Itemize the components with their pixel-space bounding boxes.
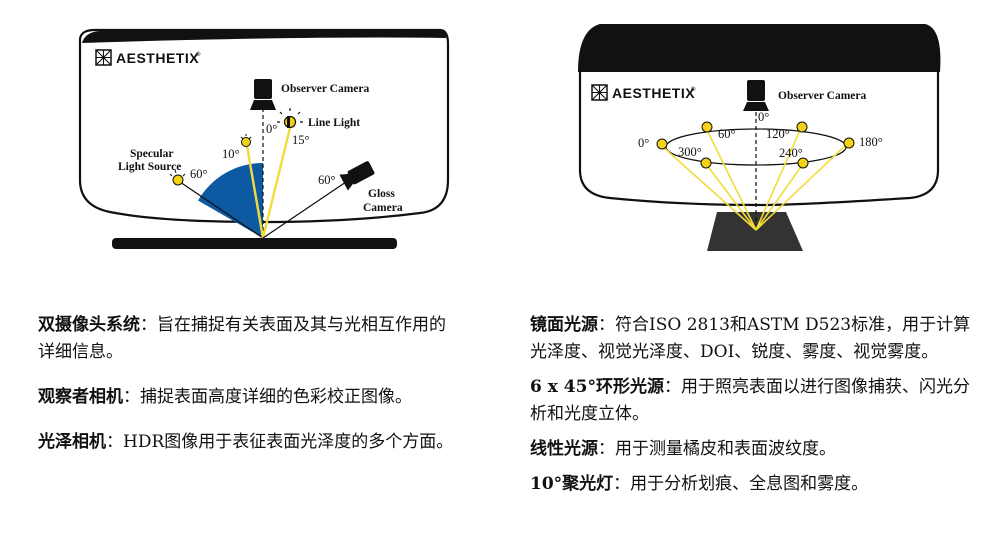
desc-term: 观察者相机 — [38, 387, 123, 407]
ring-bulb-60 — [701, 121, 713, 133]
ring-angle-60: 60° — [718, 127, 736, 141]
right-brand-logo: AESTHETIX ® — [591, 84, 696, 101]
left-observer-camera-label: Observer Camera — [281, 83, 369, 95]
ring-bulb-120 — [796, 121, 808, 133]
desc-line-light: 线性光源：用于测量橘皮和表面波纹度。 — [530, 436, 980, 463]
specular-angle-wedge — [198, 162, 263, 238]
sample-surface — [707, 212, 803, 251]
right-observer-camera-label: Observer Camera — [778, 90, 866, 102]
observer-angle-label: 0° — [266, 122, 277, 136]
ring-angle-120: 120° — [766, 127, 790, 141]
desc-gloss-camera: 光泽相机：HDR图像用于表征表面光泽度的多个方面。 — [38, 429, 458, 456]
desc-term: 镜面光源 — [530, 315, 598, 335]
left-brand-name: AESTHETIX — [116, 50, 199, 66]
desc-text: HDR图像用于表征表面光泽度的多个方面。 — [123, 432, 454, 452]
ring-angle-240: 240° — [779, 146, 803, 160]
desc-sep: ： — [613, 474, 631, 494]
ring-light-rays — [661, 127, 849, 231]
right-brand-trademark: ® — [691, 86, 696, 93]
desc-term: 6 x 45°环形光源 — [530, 377, 664, 397]
desc-term: 10°聚光灯 — [530, 474, 614, 494]
specular-light-ray — [179, 181, 264, 239]
ring-angle-180: 180° — [859, 135, 883, 149]
ring-bulb-180 — [843, 137, 855, 149]
gloss-angle-label: 60° — [318, 173, 336, 187]
desc-sep: ： — [598, 315, 615, 335]
specular-light-icon — [169, 169, 186, 186]
desc-text: 符合ISO 2813和ASTM D523标准，用于计算光泽度、视觉光泽度、DOI… — [530, 315, 971, 362]
line-light-angle-label: 15° — [292, 133, 310, 147]
desc-sep: ： — [123, 387, 140, 407]
spotlight-icon — [240, 134, 252, 147]
desc-specular-light: 镜面光源：符合ISO 2813和ASTM D523标准，用于计算光泽度、视觉光泽… — [530, 312, 980, 366]
desc-text: 用于测量橘皮和表面波纹度。 — [615, 439, 836, 459]
left-device-base-plate — [112, 238, 397, 249]
left-device: AESTHETIX ® Observer Camera Line Light 0… — [78, 28, 450, 249]
ring-bulb-240 — [797, 157, 809, 169]
right-device-housing — [578, 68, 940, 207]
desc-sep: ： — [140, 315, 157, 335]
left-brand-logo: AESTHETIX ® — [95, 49, 201, 66]
spotlight-angle-label: 10° — [222, 147, 240, 161]
ring-angle-0: 0° — [638, 136, 649, 150]
line-light-ray — [261, 127, 292, 239]
desc-text: 捕捉表面高度详细的色彩校正图像。 — [140, 387, 412, 407]
spotlight-ray — [245, 145, 265, 239]
specular-angle-label: 60° — [190, 167, 208, 181]
left-device-top-band — [82, 31, 446, 43]
line-light-label: Line Light — [308, 117, 360, 129]
desc-text: 用于照亮表面以进行图像捕获、闪光分析和光度立体。 — [530, 377, 970, 424]
desc-spotlight: 10°聚光灯：用于分析划痕、全息图和雾度。 — [530, 471, 980, 498]
desc-text: 旨在捕捉有关表面及其与光相互作用的详细信息。 — [38, 315, 446, 362]
desc-observer-camera: 观察者相机：捕捉表面高度详细的色彩校正图像。 — [38, 384, 458, 411]
ring-bulb-300 — [700, 157, 712, 169]
left-observer-camera-icon — [250, 79, 276, 110]
left-brand-trademark: ® — [196, 51, 201, 58]
right-brand-name: AESTHETIX — [612, 85, 695, 101]
right-observer-angle-label: 0° — [758, 110, 769, 124]
right-device: AESTHETIX ® Observer Camera 0° 0° — [578, 24, 941, 251]
desc-term: 线性光源 — [530, 439, 598, 459]
gloss-camera-label-line2: Camera — [363, 202, 403, 214]
desc-sep: ： — [598, 439, 615, 459]
left-description-column: 双摄像头系统：旨在捕捉有关表面及其与光相互作用的详细信息。 观察者相机：捕捉表面… — [38, 312, 458, 456]
gloss-camera-label-line1: Gloss — [368, 188, 395, 200]
gloss-camera-icon — [339, 161, 375, 191]
desc-term: 双摄像头系统 — [38, 315, 140, 335]
desc-ring-light: 6 x 45°环形光源：用于照亮表面以进行图像捕获、闪光分析和光度立体。 — [530, 374, 980, 428]
right-description-column: 镜面光源：符合ISO 2813和ASTM D523标准，用于计算光泽度、视觉光泽… — [530, 312, 980, 498]
specular-light-label-line1: Specular — [130, 148, 173, 160]
ring-bulb-0 — [656, 138, 668, 150]
right-device-top-band — [578, 24, 941, 72]
desc-sep: ： — [663, 377, 681, 397]
specular-light-label-line2: Light Source — [118, 161, 181, 173]
diagram-canvas: AESTHETIX ® Observer Camera Line Light 0… — [78, 24, 941, 251]
ring-angle-300: 300° — [678, 145, 702, 159]
right-observer-camera-icon — [743, 80, 769, 111]
desc-dual-camera: 双摄像头系统：旨在捕捉有关表面及其与光相互作用的详细信息。 — [38, 312, 458, 366]
desc-term: 光泽相机 — [38, 432, 106, 452]
gloss-camera-ray — [262, 181, 347, 239]
desc-sep: ： — [106, 432, 123, 452]
line-light-icon — [277, 108, 303, 129]
desc-text: 用于分析划痕、全息图和雾度。 — [630, 474, 869, 494]
